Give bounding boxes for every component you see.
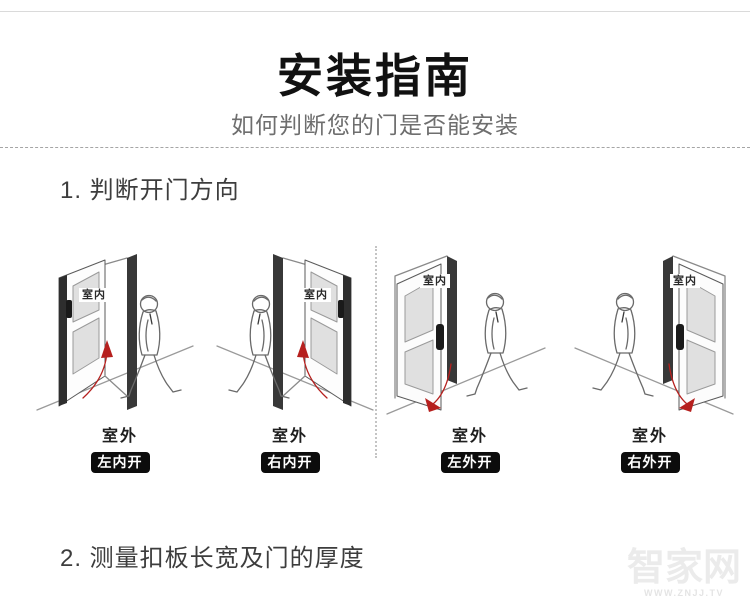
diagram-right-outward: 室内 室外 右外开 — [565, 248, 735, 474]
page-subtitle: 如何判断您的门是否能安装 — [231, 112, 519, 138]
watermark-url: WWW.ZNJJ.TV — [644, 588, 724, 598]
section-1-heading: 1. 判断开门方向 — [60, 177, 240, 204]
header-divider — [0, 147, 750, 148]
direction-badge-right-inward: 右内开 — [260, 452, 320, 474]
indoor-label: 室内 — [304, 287, 328, 301]
outdoor-label: 室外 — [631, 428, 668, 445]
outdoor-label: 室外 — [271, 428, 308, 445]
top-rule — [0, 11, 750, 12]
direction-badge-right-outward: 右外开 — [620, 452, 680, 474]
diagram-right-inward: 室内 室外 右内开 — [205, 248, 375, 474]
indoor-label: 室内 — [673, 273, 697, 287]
watermark: 智家网 WWW.ZNJJ.TV — [618, 549, 750, 598]
diagram-left-inward: 室内 室外 左内开 — [35, 248, 205, 474]
page-title: 安装指南 — [277, 50, 473, 102]
door-illustration-left-inward: 室内 — [35, 248, 205, 416]
door-illustration-right-inward: 室内 — [205, 248, 375, 416]
indoor-label: 室内 — [423, 273, 447, 287]
indoor-label: 室内 — [82, 287, 106, 301]
diagrams-divider — [375, 246, 377, 458]
direction-badge-left-inward: 左内开 — [90, 452, 150, 474]
diagram-left-outward: 室内 室外 左外开 — [385, 248, 555, 474]
watermark-logo: 智家网 — [626, 547, 741, 589]
section-2-heading: 2. 测量扣板长宽及门的厚度 — [60, 545, 365, 572]
direction-badge-left-outward: 左外开 — [440, 452, 500, 474]
outdoor-label: 室外 — [451, 428, 488, 445]
door-illustration-left-outward: 室内 — [385, 248, 555, 416]
outdoor-label: 室外 — [101, 428, 138, 445]
door-illustration-right-outward: 室内 — [565, 248, 735, 416]
